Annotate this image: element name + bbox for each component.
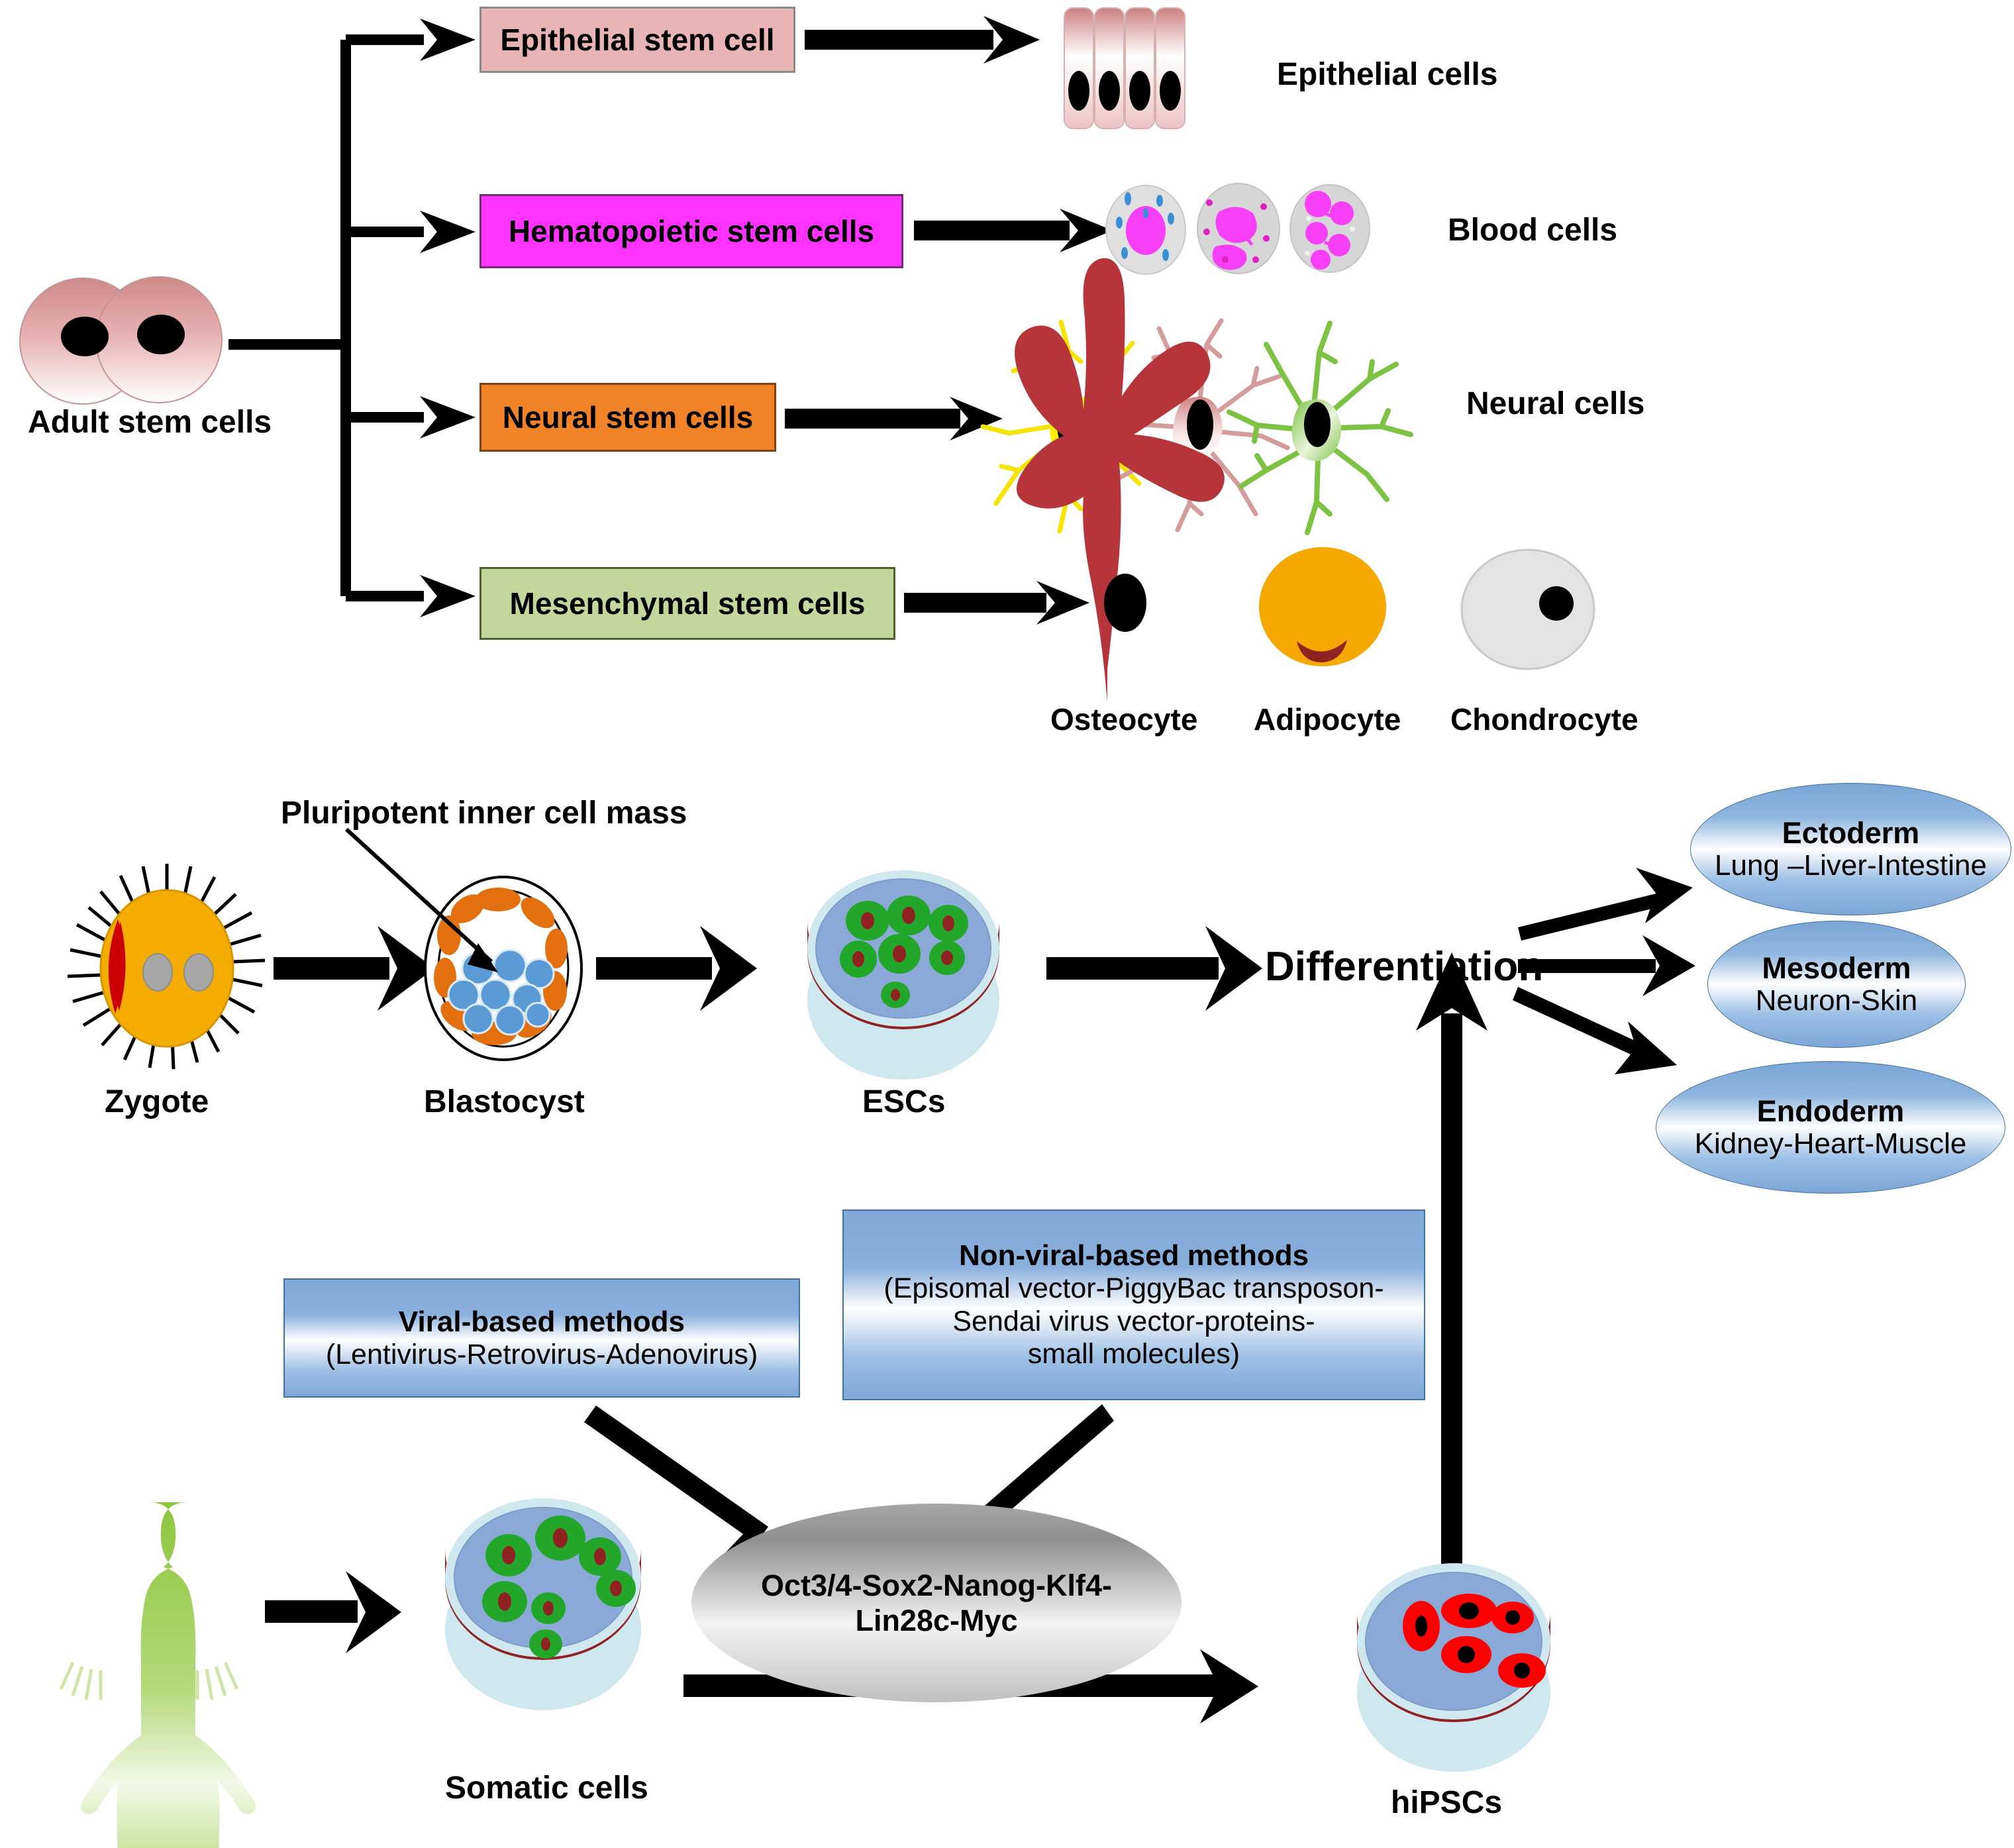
label-differentiation: Differentiation xyxy=(1265,944,1544,990)
arrow-to-ectoderm xyxy=(1518,868,1693,941)
arrow-hipscs-to-differentiation xyxy=(1416,952,1487,1590)
human-silhouette-icon xyxy=(59,1502,256,1848)
ectoderm-derivatives: Lung –Liver-Intestine xyxy=(1715,848,1987,882)
chondrocyte-icon xyxy=(1460,548,1595,670)
adult-branch-lines xyxy=(228,34,424,601)
adult-stem-cell-pair-icon xyxy=(19,276,223,405)
viral-methods-title: Viral-based methods xyxy=(399,1305,685,1338)
arrow-escs-to-differentiation xyxy=(1046,926,1262,1011)
petri-dish-escs-icon xyxy=(807,870,999,1080)
label-pluripotent-inner-cell-mass: Pluripotent inner cell mass xyxy=(281,796,687,831)
osteocyte-icon xyxy=(1015,258,1225,702)
nonviral-methods-detail-2: Sendai virus vector-proteins- xyxy=(952,1305,1315,1337)
endoderm-derivatives: Kidney-Heart-Muscle xyxy=(1694,1127,1967,1160)
nonviral-methods-detail-1: (Episomal vector-PiggyBac transposon- xyxy=(883,1272,1384,1304)
adult-branch-arrowheads xyxy=(420,19,476,617)
factors-line-2: Lin28c-Myc xyxy=(855,1604,1018,1637)
box-viral-based-methods[interactable]: Viral-based methods (Lentivirus-Retrovir… xyxy=(283,1278,800,1398)
arrow-epithelial-to-cells xyxy=(805,16,1040,64)
blastocyst-icon xyxy=(344,827,583,1061)
factors-line-1: Oct3/4-Sox2-Nanog-Klf4- xyxy=(760,1568,1113,1602)
box-neural-label: Neural stem cells xyxy=(502,400,754,435)
box-neural-stem-cells[interactable]: Neural stem cells xyxy=(479,383,776,452)
box-hematopoietic-label: Hematopoietic stem cells xyxy=(508,214,875,248)
arrow-hematopoietic-to-cells xyxy=(914,209,1113,252)
label-somatic-cells: Somatic cells xyxy=(445,1771,648,1806)
adipocyte-icon xyxy=(1259,547,1386,666)
box-mesenchymal-stem-cells[interactable]: Mesenchymal stem cells xyxy=(479,567,895,640)
oval-reprogramming-factors[interactable]: Oct3/4-Sox2-Nanog-Klf4- Lin28c-Myc xyxy=(691,1504,1182,1702)
box-hematopoietic-stem-cells[interactable]: Hematopoietic stem cells xyxy=(479,194,903,268)
label-osteocyte: Osteocyte xyxy=(1050,702,1198,737)
nonviral-methods-title: Non-viral-based methods xyxy=(958,1239,1309,1272)
box-epithelial-label: Epithelial stem cell xyxy=(500,23,775,57)
germ-layer-ectoderm[interactable]: Ectoderm Lung –Liver-Intestine xyxy=(1690,783,2011,915)
blood-cells-icon xyxy=(1105,183,1370,275)
arrow-to-mesoderm xyxy=(1518,935,1695,996)
row-arrows xyxy=(785,16,1113,625)
arrow-zygote-to-blastocyst xyxy=(274,926,434,1011)
label-adipocyte: Adipocyte xyxy=(1254,702,1401,737)
ectoderm-name: Ectoderm xyxy=(1782,816,1920,850)
germ-layer-endoderm[interactable]: Endoderm Kidney-Heart-Muscle xyxy=(1656,1061,2005,1194)
endoderm-name: Endoderm xyxy=(1756,1094,1905,1129)
box-mesenchymal-label: Mesenchymal stem cells xyxy=(509,586,866,621)
label-blood-cells: Blood cells xyxy=(1448,213,1618,248)
label-hipscs: hiPSCs xyxy=(1391,1785,1503,1820)
label-chondrocyte: Chondrocyte xyxy=(1450,702,1638,737)
label-zygote: Zygote xyxy=(105,1084,209,1119)
box-non-viral-based-methods[interactable]: Non-viral-based methods (Episomal vector… xyxy=(842,1209,1425,1400)
label-epithelial-cells: Epithelial cells xyxy=(1277,57,1498,92)
label-escs: ESCs xyxy=(862,1084,946,1119)
label-neural-cells: Neural cells xyxy=(1466,386,1645,421)
viral-methods-detail: (Lentivirus-Retrovirus-Adenovirus) xyxy=(325,1338,758,1370)
arrow-to-endoderm xyxy=(1513,987,1677,1074)
germ-layer-mesoderm[interactable]: Mesoderm Neuron-Skin xyxy=(1707,921,1966,1048)
epithelial-cells-icon xyxy=(1064,7,1185,129)
label-adult-stem-cells: Adult stem cells xyxy=(28,405,272,440)
petri-dish-hipscs-icon xyxy=(1357,1563,1550,1772)
zygote-icon xyxy=(67,864,266,1070)
arrow-neural-to-cells xyxy=(785,397,1003,440)
nonviral-methods-detail-3: small molecules) xyxy=(1027,1338,1240,1370)
neural-cells-icon xyxy=(980,318,1413,535)
arrow-human-to-somatic xyxy=(265,1571,401,1653)
petri-dish-somatic-icon xyxy=(445,1498,641,1710)
label-blastocyst: Blastocyst xyxy=(424,1084,585,1119)
arrow-blastocyst-to-escs xyxy=(596,926,757,1011)
mesoderm-derivatives: Neuron-Skin xyxy=(1755,984,1918,1017)
mesoderm-name: Mesoderm xyxy=(1762,951,1911,986)
box-epithelial-stem-cell[interactable]: Epithelial stem cell xyxy=(479,7,795,73)
arrow-mesenchymal-to-cells xyxy=(904,581,1089,625)
